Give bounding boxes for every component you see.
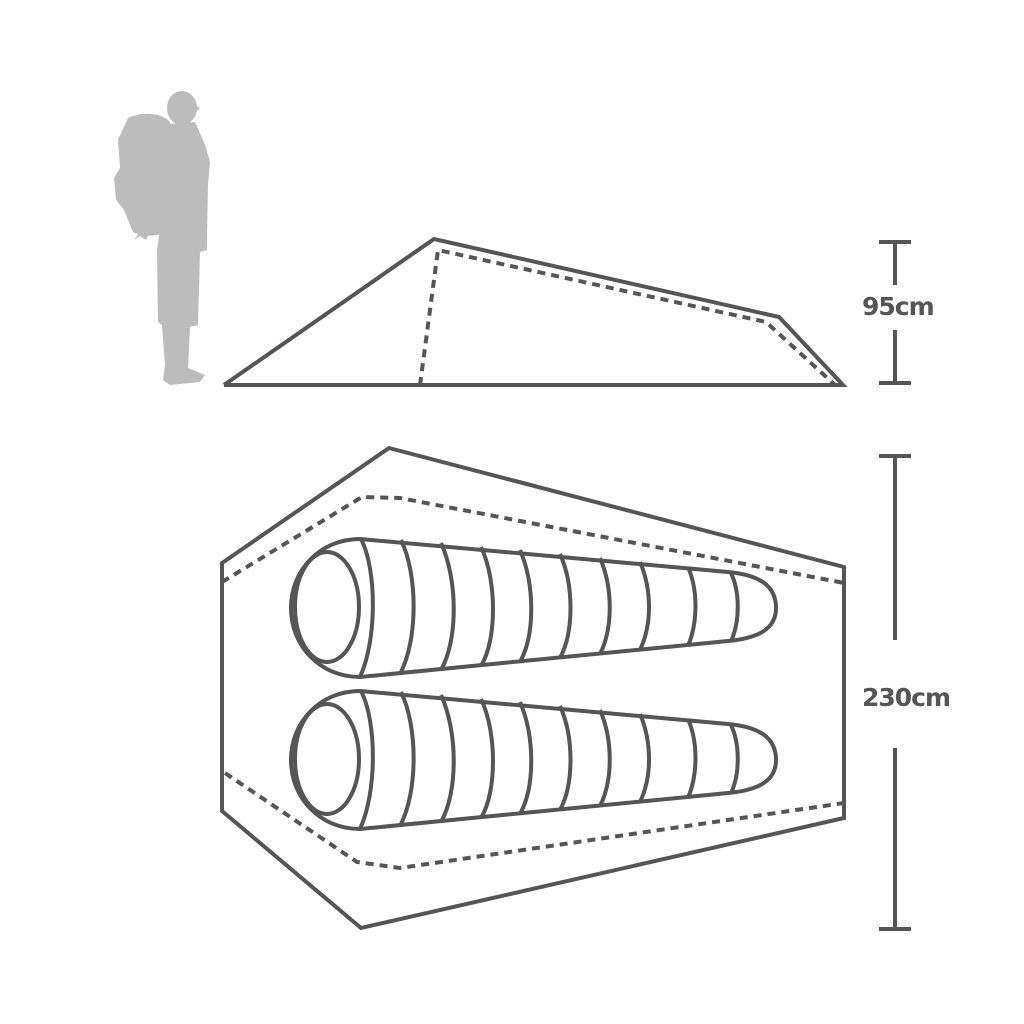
- length-dimension-bar: [879, 454, 911, 931]
- sleeping-bag-2: [288, 688, 779, 832]
- length-dimension-label: 230cm: [862, 683, 951, 712]
- side-view-tent: [222, 236, 848, 387]
- height-dimension-label: 95cm: [862, 292, 935, 321]
- hiker-silhouette-icon: [114, 91, 210, 385]
- sleeping-bag-1: [288, 536, 779, 680]
- top-view-tent: [220, 445, 846, 931]
- height-dimension-bar: [879, 240, 911, 385]
